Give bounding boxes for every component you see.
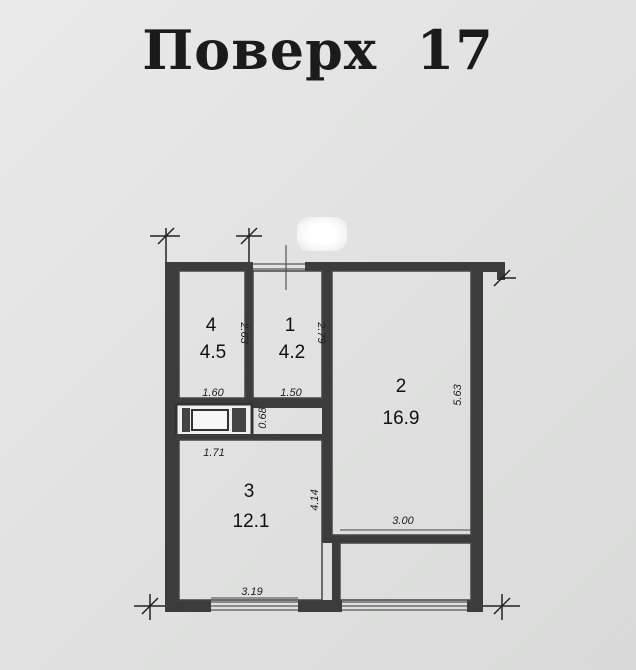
dim-room4-height: 2.63 (238, 321, 250, 344)
room-area-1: 4.2 (279, 342, 305, 363)
floor-title-word: Поверх (142, 18, 378, 82)
dim-room2-height: 5.63 (452, 383, 464, 405)
room-area-3: 12.1 (233, 511, 270, 532)
wardrobe-block (174, 402, 328, 440)
room-number-2: 2 (396, 376, 407, 397)
windows (211, 245, 467, 611)
dim-room3-top-width: 1.71 (203, 447, 224, 459)
dim-corridor-gap: 0.68 (257, 406, 269, 428)
corner-marks (134, 227, 520, 620)
blurred-mark (297, 217, 347, 251)
outer-walls (165, 262, 505, 612)
floor-number: 17 (416, 18, 494, 82)
floor-title: Поверх 17 (0, 18, 636, 82)
room-number-3: 3 (244, 481, 255, 502)
dim-room1-width: 1.50 (280, 387, 302, 399)
dim-room1-height: 2.79 (315, 321, 327, 343)
dim-room3-height: 4.14 (309, 489, 321, 510)
dim-bottom-width: 3.19 (241, 586, 262, 598)
room-area-2: 16.9 (383, 408, 420, 429)
dim-room4-width: 1.60 (202, 387, 224, 399)
room-area-4: 4.5 (200, 342, 226, 363)
room-number-4: 4 (206, 315, 217, 336)
dim-room2-width: 3.00 (392, 515, 414, 527)
room-number-1: 1 (285, 315, 296, 336)
dimension-lines (179, 397, 471, 599)
